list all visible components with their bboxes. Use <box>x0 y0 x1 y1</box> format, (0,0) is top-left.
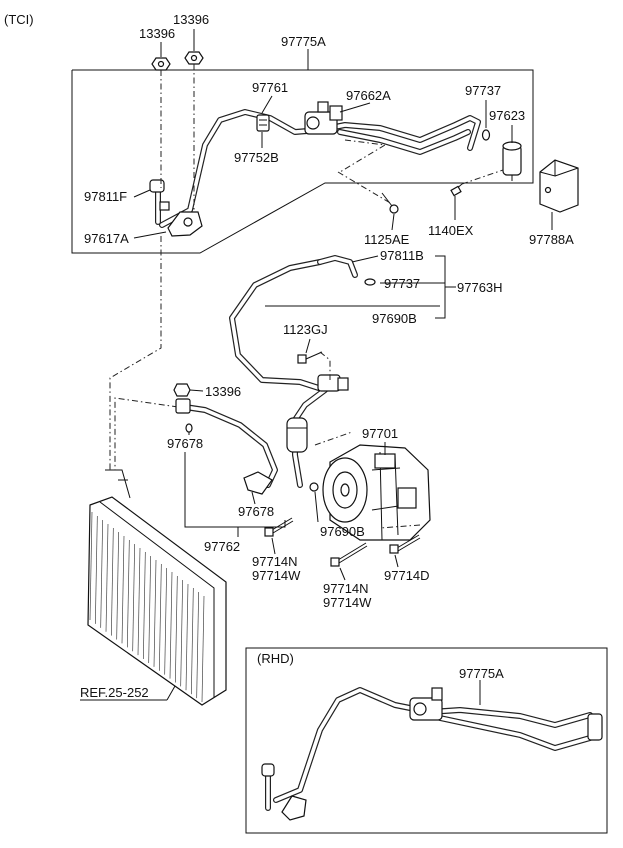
label-97737-top: 97737 <box>465 83 501 98</box>
nut-13396-c <box>173 383 191 397</box>
label-97775a: 97775A <box>281 34 326 49</box>
condenser-fin <box>142 551 146 660</box>
label-97714d: 97714D <box>384 568 430 583</box>
oring-top <box>481 129 491 141</box>
label-13396-c: 13396 <box>205 384 241 399</box>
expansion-valve <box>502 141 522 181</box>
label-97617a: 97617A <box>84 231 129 246</box>
condenser-fin <box>121 535 125 644</box>
label-1123gj: 1123GJ <box>283 322 328 337</box>
condenser-fin <box>153 559 157 667</box>
top-pipe-fitting <box>304 101 343 135</box>
label-97662a: 97662A <box>346 88 391 103</box>
condenser <box>87 469 227 706</box>
condenser-fin <box>196 591 200 699</box>
label-1140ex: 1140EX <box>428 223 474 238</box>
condenser-fin <box>164 567 168 675</box>
nut-13396-a <box>151 57 171 71</box>
condenser-fin <box>137 547 141 656</box>
label-1125ae: 1125AE <box>364 232 410 247</box>
rhd-box <box>245 647 608 834</box>
label-97714n-b: 97714N <box>323 581 369 596</box>
label-97762: 97762 <box>204 539 240 554</box>
label-13396-b: 13396 <box>173 12 209 27</box>
discharge-pipe <box>317 115 481 155</box>
muffler <box>286 417 308 453</box>
oring-97690b <box>309 482 319 492</box>
condenser-fin <box>180 579 184 687</box>
rhd-fitting <box>261 687 603 821</box>
condenser-fin <box>100 519 104 628</box>
bolt-1140ex <box>450 183 463 197</box>
condenser-fin <box>132 543 136 652</box>
label-97737-mid: 97737 <box>384 276 420 291</box>
label-97690b-top: 97690B <box>372 311 417 326</box>
nut-13396-b <box>184 51 204 65</box>
variant-label: (TCI) <box>4 12 34 27</box>
condenser-fin <box>201 595 205 703</box>
liquid-fitting-top <box>175 398 191 414</box>
expansion-block <box>539 159 579 213</box>
label-13396-a: 13396 <box>139 26 175 41</box>
label-97714n-a: 97714N <box>252 554 298 569</box>
condenser-fin <box>190 587 194 695</box>
label-97811f: 97811F <box>84 189 127 204</box>
label-97763h: 97763H <box>457 280 503 295</box>
label-97714w-a: 97714W <box>252 568 301 583</box>
condenser-fin <box>94 515 98 624</box>
label-97788a: 97788A <box>529 232 574 247</box>
condenser-fin <box>148 555 152 663</box>
label-97714w-b: 97714W <box>323 595 372 610</box>
condenser-fin <box>126 539 130 648</box>
label-97811b: 97811B <box>380 248 424 263</box>
condenser-fin <box>158 563 162 671</box>
label-97678-b: 97678 <box>238 504 274 519</box>
condenser-fin <box>110 527 114 636</box>
bolt-97714n-b <box>330 542 368 567</box>
sensor-part <box>256 114 270 132</box>
liquid-fitting-bottom <box>243 471 273 495</box>
bolt-1123gj <box>297 351 323 364</box>
liquid-tube <box>182 404 278 488</box>
bolt-1125ae <box>381 192 399 214</box>
service-cap-top <box>149 179 170 225</box>
label-97761: 97761 <box>252 80 288 95</box>
condenser-fin <box>174 575 178 683</box>
condenser-fin <box>169 571 173 679</box>
label-97623: 97623 <box>489 108 525 123</box>
suction-pipe <box>159 109 323 228</box>
bolt-97714n-a <box>264 517 294 537</box>
condenser-fin <box>89 511 93 621</box>
label-97752b: 97752B <box>234 150 279 165</box>
pipe-bracket <box>167 211 203 237</box>
label-97775a-rhd: 97775A <box>459 666 504 681</box>
top-assembly-outline <box>71 69 534 254</box>
oring-97678-a <box>185 423 193 433</box>
condenser-fin <box>116 531 120 640</box>
condenser-fin <box>105 523 109 632</box>
label-ref: REF.25-252 <box>80 685 149 700</box>
hose-fitting <box>317 374 349 392</box>
label-97690b-bottom: 97690B <box>320 524 365 539</box>
label-97678-a: 97678 <box>167 436 203 451</box>
compressor <box>322 444 431 541</box>
bolt-97714d <box>389 534 421 554</box>
label-rhd: (RHD) <box>257 651 294 666</box>
oring-mid <box>364 278 376 286</box>
label-97701: 97701 <box>362 426 398 441</box>
condenser-fin <box>185 583 189 691</box>
leader-lines <box>133 29 553 581</box>
